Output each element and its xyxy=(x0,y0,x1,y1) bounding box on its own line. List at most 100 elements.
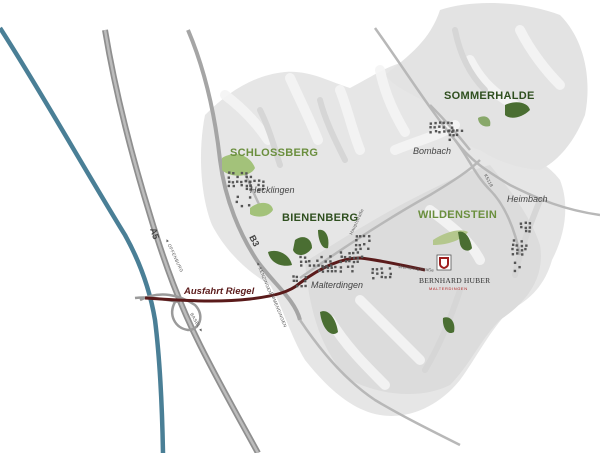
house-dot xyxy=(452,134,455,137)
house-dot xyxy=(304,284,307,288)
house-dot xyxy=(521,253,524,256)
winery-marker xyxy=(436,254,452,271)
house-dot xyxy=(299,260,303,263)
house-dot xyxy=(448,129,451,132)
house-dot xyxy=(528,230,531,233)
house-dot xyxy=(339,266,343,269)
river xyxy=(0,26,166,453)
house-dot xyxy=(513,269,517,273)
house-dot xyxy=(447,121,450,124)
village-houses xyxy=(227,121,532,288)
house-dot xyxy=(312,264,316,267)
house-dot xyxy=(244,179,248,183)
house-dot xyxy=(329,255,332,258)
vineyard-schlossberg-1 xyxy=(222,154,255,176)
house-dot xyxy=(380,271,384,275)
house-dot xyxy=(320,255,323,259)
house-dot xyxy=(295,275,299,279)
house-dot xyxy=(322,266,325,269)
house-dot xyxy=(352,260,356,264)
house-dot xyxy=(359,247,362,251)
house-dot xyxy=(355,235,359,238)
vineyard-wildenstein-2 xyxy=(458,231,472,251)
house-dot xyxy=(448,138,451,142)
house-dot xyxy=(348,259,351,263)
label-schlossberg: SCHLOSSBERG xyxy=(230,147,318,159)
house-dot xyxy=(236,175,239,179)
road-b3 xyxy=(186,29,302,321)
house-dot xyxy=(300,284,303,288)
label-b3: B3 xyxy=(247,233,261,248)
house-dot xyxy=(348,256,352,259)
house-dot xyxy=(524,247,527,251)
house-dot xyxy=(429,122,433,125)
house-dot xyxy=(325,265,328,268)
house-dot xyxy=(352,251,355,255)
house-dot xyxy=(371,271,374,274)
house-dot xyxy=(295,279,298,283)
house-dot xyxy=(261,187,265,191)
vineyard-sommerhalde-1 xyxy=(505,102,530,118)
label-winery-name: BERNHARD HUBER xyxy=(419,276,490,285)
house-dot xyxy=(512,239,516,242)
house-dot xyxy=(262,184,265,187)
house-dot xyxy=(253,179,256,183)
house-dot xyxy=(257,179,261,182)
house-dot xyxy=(438,121,442,124)
house-dot xyxy=(329,264,333,267)
house-dot xyxy=(511,243,515,246)
house-dot xyxy=(450,126,454,129)
house-dot xyxy=(450,121,453,125)
house-dot xyxy=(316,259,319,262)
house-dot xyxy=(380,275,383,279)
house-dot xyxy=(375,268,379,271)
house-dot xyxy=(262,180,265,183)
house-dot xyxy=(355,239,358,242)
vineyard-schlossberg-2 xyxy=(250,202,273,217)
house-dot xyxy=(304,276,307,279)
house-dot xyxy=(358,235,362,238)
house-dot xyxy=(524,229,528,233)
house-dot xyxy=(520,249,524,252)
house-dot xyxy=(429,131,432,134)
house-dot xyxy=(429,126,432,129)
house-dot xyxy=(524,221,527,224)
house-dot xyxy=(434,121,437,125)
vineyard-sommerhalde-2 xyxy=(478,116,491,127)
vineyard-bienenberg-2 xyxy=(318,229,329,249)
house-dot xyxy=(245,187,249,191)
house-dot xyxy=(343,255,347,259)
house-dot xyxy=(443,130,446,133)
label-winery-street: Weinbergstraße xyxy=(398,264,435,273)
label-bienenberg: BIENENBERG xyxy=(282,212,358,224)
house-dot xyxy=(367,247,370,250)
house-dot xyxy=(330,266,333,269)
house-dot xyxy=(240,171,244,175)
label-wildenstein: WILDENSTEIN xyxy=(418,209,497,221)
house-dot xyxy=(245,184,249,188)
house-dot xyxy=(528,226,532,229)
house-dot xyxy=(299,255,302,259)
house-dot xyxy=(249,188,252,191)
label-hecklingen: Hecklingen xyxy=(250,185,295,195)
house-dot xyxy=(516,252,519,255)
house-dot xyxy=(384,276,387,279)
house-dot xyxy=(339,251,343,254)
house-dot xyxy=(516,248,519,252)
label-k5118: K5118 xyxy=(483,173,494,188)
house-dot xyxy=(318,269,321,272)
house-dot xyxy=(525,244,528,247)
house-dot xyxy=(245,175,248,179)
house-dot xyxy=(511,253,515,256)
house-dot xyxy=(228,171,231,174)
house-dot xyxy=(339,260,342,264)
house-dot xyxy=(376,272,379,275)
house-dot xyxy=(321,264,324,268)
house-dot xyxy=(442,126,445,129)
house-dot xyxy=(304,279,307,283)
house-dot xyxy=(300,264,303,267)
house-dot xyxy=(524,226,527,230)
vineyard-south-2 xyxy=(442,317,455,334)
house-dot xyxy=(326,269,330,273)
